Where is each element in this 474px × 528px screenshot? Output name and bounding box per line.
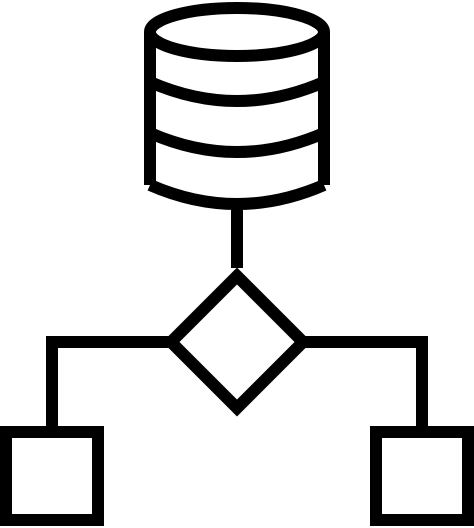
left-process-square bbox=[0, 426, 104, 526]
database-top-ellipse bbox=[144, 2, 330, 62]
database-icon bbox=[144, 2, 330, 210]
database-band-2 bbox=[147, 127, 327, 158]
database-bottom-curve bbox=[147, 179, 327, 210]
decision-diamond bbox=[162, 267, 312, 417]
connector-left-branch bbox=[46, 336, 171, 432]
connector-right-branch bbox=[303, 336, 428, 432]
database-band-1 bbox=[147, 76, 327, 107]
right-process-square bbox=[370, 426, 474, 526]
